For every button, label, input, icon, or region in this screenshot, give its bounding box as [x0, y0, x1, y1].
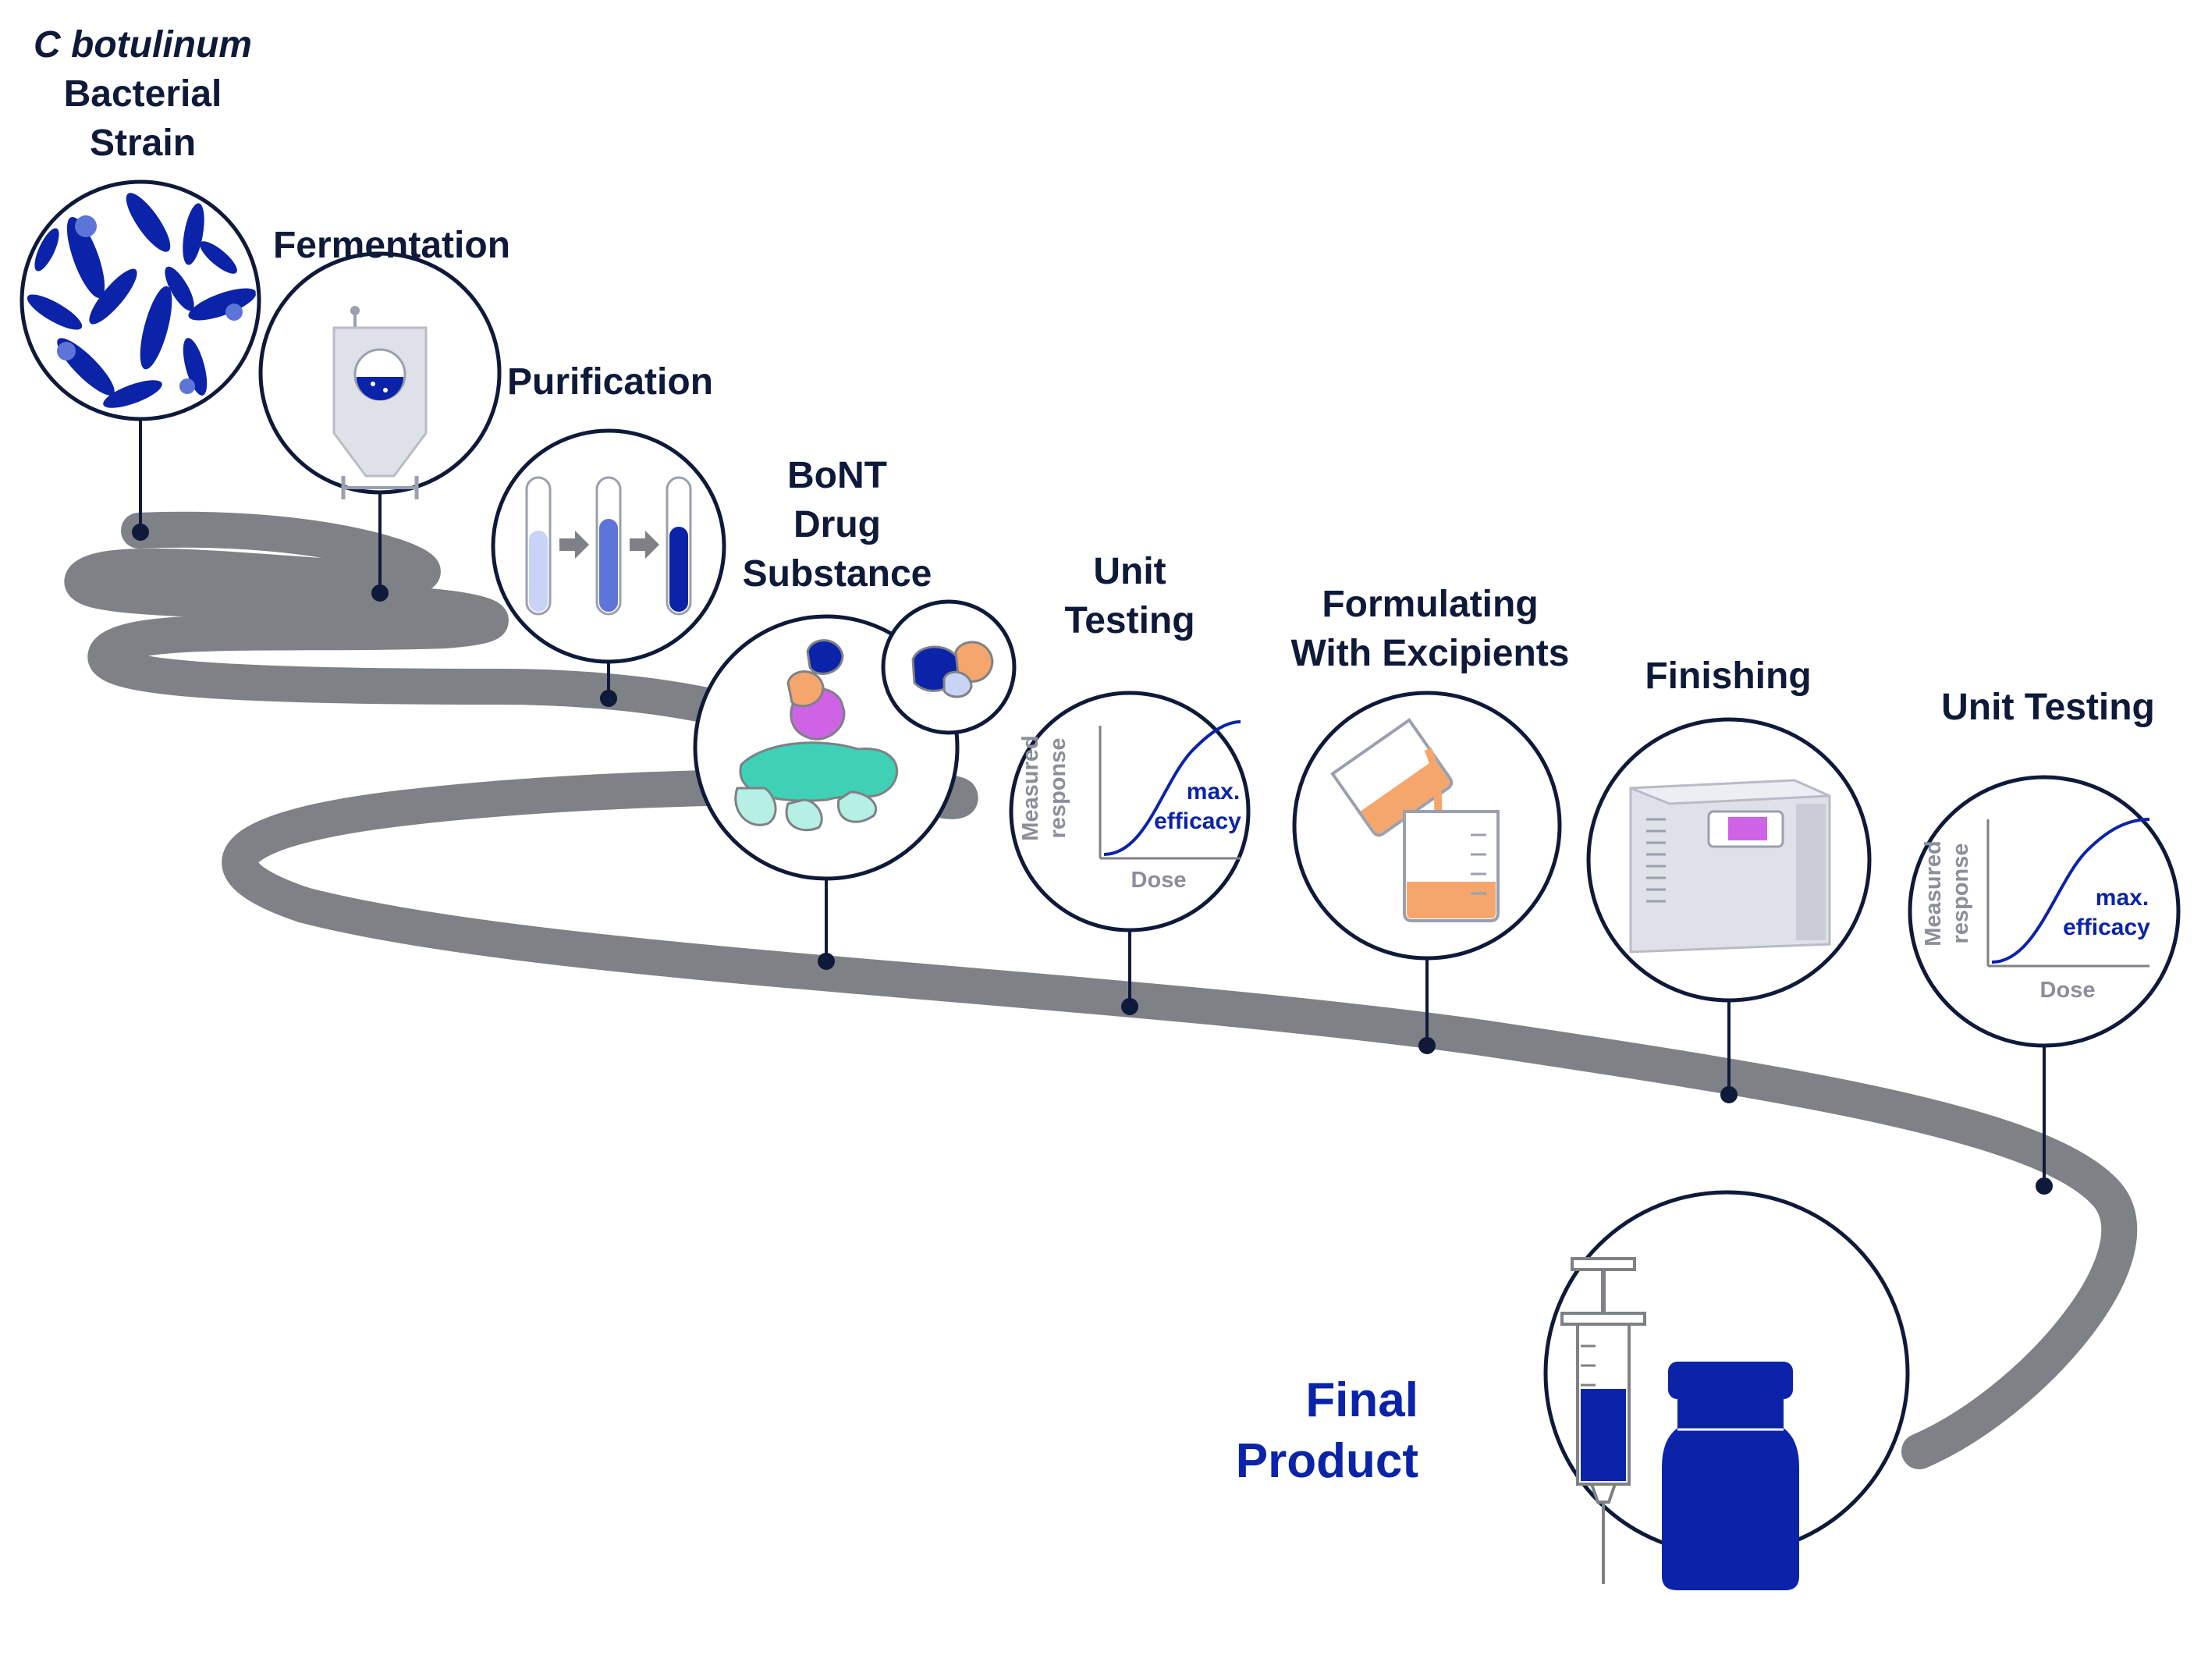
- fermenter-tank-icon: [332, 306, 428, 499]
- label-unit-testing-1: Unit: [1093, 551, 1166, 592]
- step-formulating: [1292, 691, 1562, 961]
- chart-xlabel: Dose: [1131, 868, 1187, 893]
- step-final: [1543, 1190, 1910, 1590]
- protein-detail-icon: [911, 641, 994, 698]
- chart-ylabel: Measured: [1018, 735, 1043, 840]
- step-bont: [693, 599, 1017, 881]
- freeze-dryer-icon: [1629, 779, 1831, 954]
- step-purification: [491, 428, 726, 664]
- label-finishing: Finishing: [1645, 655, 1811, 697]
- unit-testing-2-circle: [1908, 775, 2181, 1048]
- chart-annotation: efficacy: [2063, 915, 2150, 940]
- chart-ylabel: Measured: [1921, 840, 1946, 946]
- label-unit-testing-2: Unit Testing: [1941, 687, 2155, 728]
- chart-annotation: max.: [2096, 885, 2149, 911]
- chart-annotation: efficacy: [1154, 808, 1241, 834]
- chart-xlabel: Dose: [2040, 978, 2096, 1003]
- pouring-beakers-icon: [1330, 718, 1500, 922]
- step-strain: [20, 179, 261, 421]
- bacteria-icon: [27, 193, 256, 408]
- chart-ylabel: response: [1948, 844, 1973, 944]
- label-fermentation: Fermentation: [273, 225, 510, 266]
- label-final: Product: [1236, 1434, 1418, 1488]
- arrow-right-icon: [559, 531, 659, 559]
- dose-response-chart-icon: Measured response Dose max. efficacy: [1018, 720, 1241, 893]
- step-finishing: [1586, 717, 1872, 1003]
- step-unit-testing-1: Measured response Dose max. efficacy: [1009, 691, 1251, 932]
- connectors: [132, 416, 2053, 1195]
- label-strain: C botulinum: [34, 24, 252, 66]
- step-fermentation: [258, 251, 502, 499]
- label-bont: Substance: [743, 553, 932, 595]
- label-bont: BoNT: [787, 455, 887, 496]
- label-strain: Bacterial: [64, 73, 222, 115]
- test-tubes-icon: [525, 476, 692, 616]
- dose-response-chart-icon: Measured response Dose max. efficacy: [1921, 818, 2150, 1003]
- chart-annotation: max.: [1187, 779, 1240, 804]
- label-unit-testing-1: Testing: [1064, 600, 1195, 641]
- protein-structure-icon: [734, 639, 898, 832]
- step-unit-testing-2: Measured response Dose max. efficacy: [1908, 775, 2181, 1048]
- label-formulating: With Excipients: [1291, 633, 1570, 674]
- label-formulating: Formulating: [1322, 584, 1538, 625]
- syringe-vial-icon: [1560, 1257, 1799, 1590]
- label-strain: Strain: [90, 123, 196, 164]
- label-final: Final: [1305, 1373, 1418, 1427]
- chart-ylabel: response: [1045, 738, 1070, 839]
- label-bont: Drug: [793, 504, 881, 545]
- label-purification: Purification: [507, 361, 713, 403]
- step-labels: C botulinum Bacterial Strain Fermentatio…: [34, 24, 2155, 1488]
